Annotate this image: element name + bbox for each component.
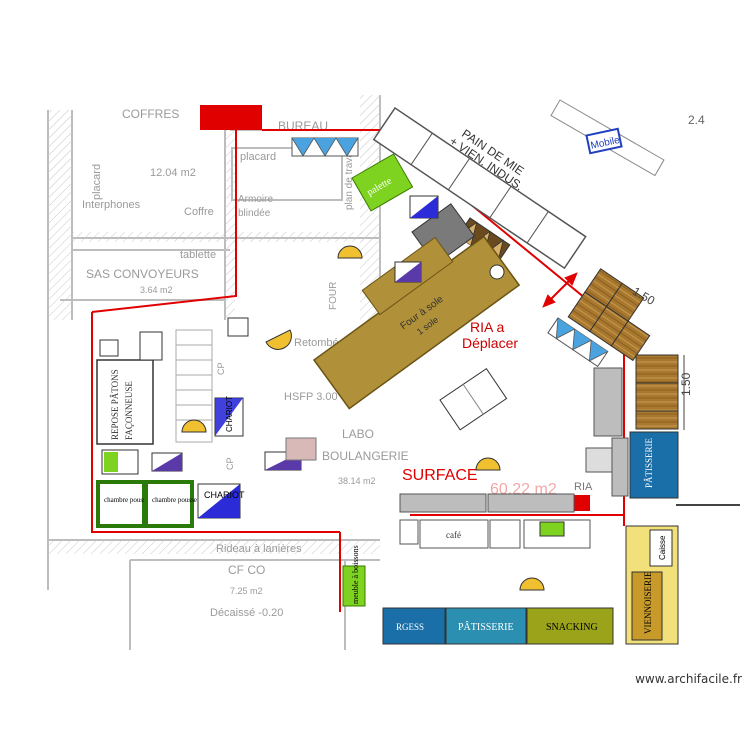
doors [181,245,545,591]
caisse-box[interactable] [649,529,673,567]
patisserie-right[interactable] [629,431,679,499]
repose-patons[interactable] [96,359,154,445]
grey-rack-right [593,367,623,437]
label-chambre-pousse-2: chambre pousse [152,496,197,504]
green-small-fill [104,452,118,472]
room-cfco: CF CO [228,563,265,577]
room-interphones: Interphones [82,199,141,211]
dim-24: 2.4 [688,113,705,127]
watermark: www.archifacile.fr [635,672,742,686]
room-area-725: 7.25 m2 [230,586,263,596]
label-ria-a: RIA a [470,319,504,335]
four-sole[interactable]: Four à sole 1 sole [298,214,521,410]
room-boulangerie: BOULANGERIE [322,449,409,463]
snacking-counter[interactable] [526,607,614,645]
room-armoire-2: blindée [238,208,271,219]
oven-circle [489,264,505,280]
label-patisserie-right: PÂTISSERIE [644,437,654,488]
red-walls [91,129,625,612]
meuble-boissons[interactable] [342,565,366,607]
room-labo: LABO [342,427,374,441]
label-chariot-1: CHARIOT [225,396,234,432]
label-snacking: SNACKING [546,622,598,633]
room-coffres: COFFRES [122,107,179,121]
chambre-pousse-1[interactable] [96,480,146,528]
small-white-box-1 [99,339,119,357]
room-rideau: Rideau à lanières [216,543,302,555]
striped-rack [175,329,213,443]
room-coffre: Coffre [184,206,214,218]
patisserie-counter[interactable] [445,607,527,645]
chambre-pousse-2[interactable] [144,480,194,528]
room-placard-bureau: placard [240,151,276,163]
label-faconneuse: FAÇONNEUSE [124,381,134,440]
vitrine-left[interactable] [382,607,446,645]
triangle-box-4 [264,451,302,471]
room-tablette: tablette [180,249,216,261]
patisserie-right-inner [611,437,629,497]
room-hsfp: HSFP 3.00 [284,391,338,403]
room-decaisse: Décaissé -0.20 [210,607,283,619]
room-cp2: CP [225,457,235,470]
chariot-2[interactable]: CHARIOT [197,483,245,519]
label-viennoiserie: VIENNOISERIE [643,571,653,634]
label-meuble-boissons: meuble à boissons [351,545,360,604]
label-deplacer: Déplacer [462,335,518,351]
triangle-box-3 [151,452,183,472]
wood-shelf-v2 [635,382,679,412]
label-surface: SURFACE [402,467,478,484]
wood-shelves-right [567,268,651,362]
work-table[interactable] [439,367,508,431]
label-patisserie: PÂTISSERIE [458,621,514,633]
room-cp1: CP [216,362,226,375]
label-chambre-pousse-1: chambre pousse [104,496,149,504]
label-caisse: Caisse [658,535,667,560]
hatched-wall-bottom [48,540,380,554]
room-four: FOUR [328,282,339,310]
dim-150b: 1.50 [679,372,693,396]
mobile-tag[interactable] [585,127,623,155]
label-chariot-2: CHARIOT [204,490,245,500]
viennoiserie-inner [631,571,663,641]
counter-grey [399,493,591,549]
room-placard-left: placard [91,164,103,200]
hatched-wall-left [48,110,72,320]
room-area-3814: 38.14 m2 [338,476,376,486]
wood-shelf-v3 [635,410,679,430]
room-area-364: 3.64 m2 [140,285,173,295]
label-cafe: café [446,530,461,540]
vent-right [547,317,609,368]
label-ria-small: RIA [574,481,593,493]
top-small-box [227,317,249,337]
small-grey-box [585,447,613,473]
room-labels: COFFRES BUREAU placard placard 12.04 m2 … [82,107,705,619]
room-sas: SAS CONVOYEURS [86,267,199,281]
label-vitrine-left: RGESS [396,622,424,632]
red-block-top [200,105,262,130]
red-arrow [542,272,578,308]
wood-shelf-v1 [635,354,679,384]
red-block-ria [572,495,590,511]
label-repose: REPOSE PÂTONS [110,369,120,440]
triangle-box-1 [409,195,439,219]
room-armoire-1: Armoire [238,194,273,205]
vent-top [291,137,359,157]
room-plan-travail: plan de travail [344,148,355,210]
chariot-1[interactable]: CHARIOT [214,396,244,437]
hatched-wall-coffre [225,110,235,320]
hatched-wall-mid [72,232,372,242]
pink-box [285,437,317,461]
small-white-box-2 [139,331,163,361]
palette[interactable]: palette [351,153,414,212]
triangle-box-2 [394,261,422,283]
room-area-1204: 12.04 m2 [150,167,196,179]
